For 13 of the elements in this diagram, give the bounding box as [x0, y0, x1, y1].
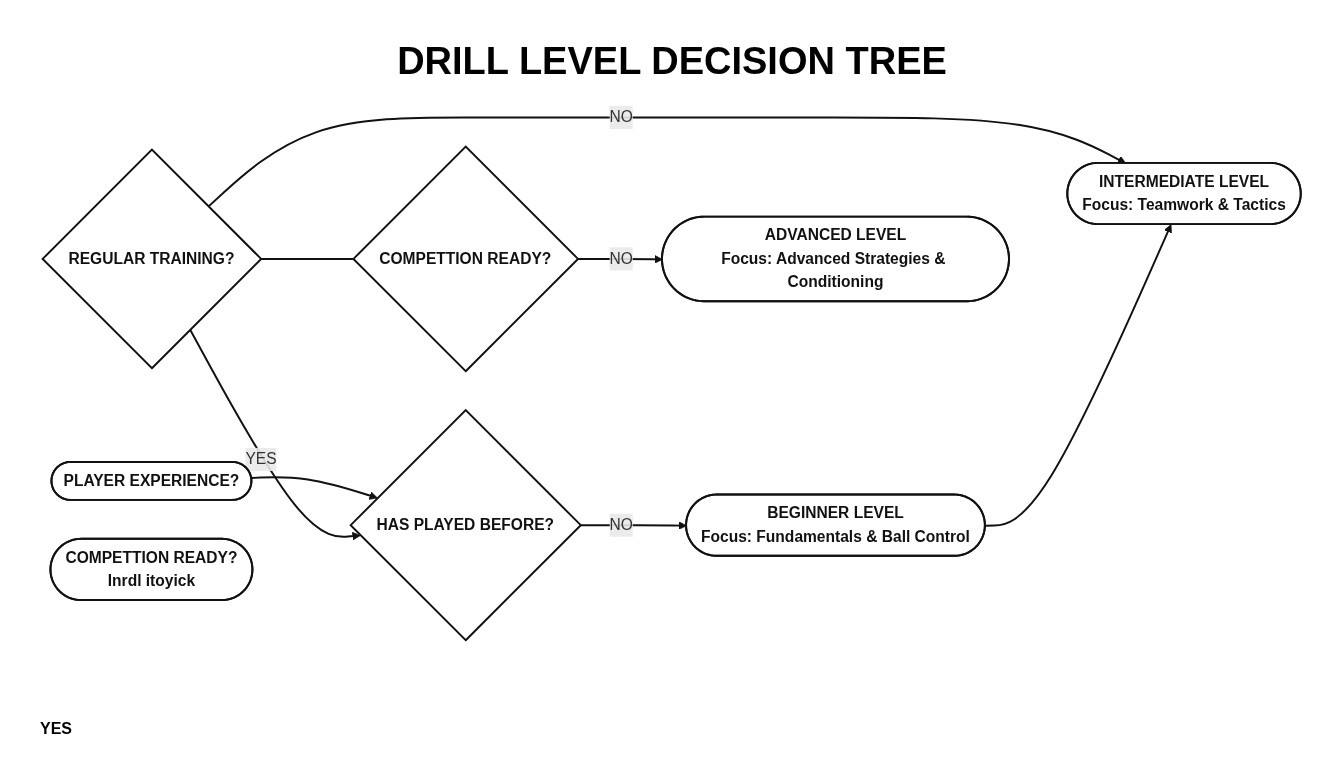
edge-label: YES [245, 450, 277, 468]
diagram-title: DRILL LEVEL DECISION TREE [396, 40, 948, 83]
node-diamond: HAS PLAYED BEFORE? [349, 408, 583, 642]
connector [260, 257, 355, 260]
branch-label: YES [40, 720, 72, 737]
edge-label: NO [609, 108, 634, 126]
arrow [250, 476, 379, 500]
edge-label: NO [609, 516, 634, 533]
edge-label: NO [609, 250, 634, 267]
arrow [189, 328, 362, 541]
node-diamond: COMPETTION READY? [352, 145, 580, 373]
node-diamond: REGULAR TRAINING? [41, 148, 263, 370]
arrow [207, 116, 1127, 208]
